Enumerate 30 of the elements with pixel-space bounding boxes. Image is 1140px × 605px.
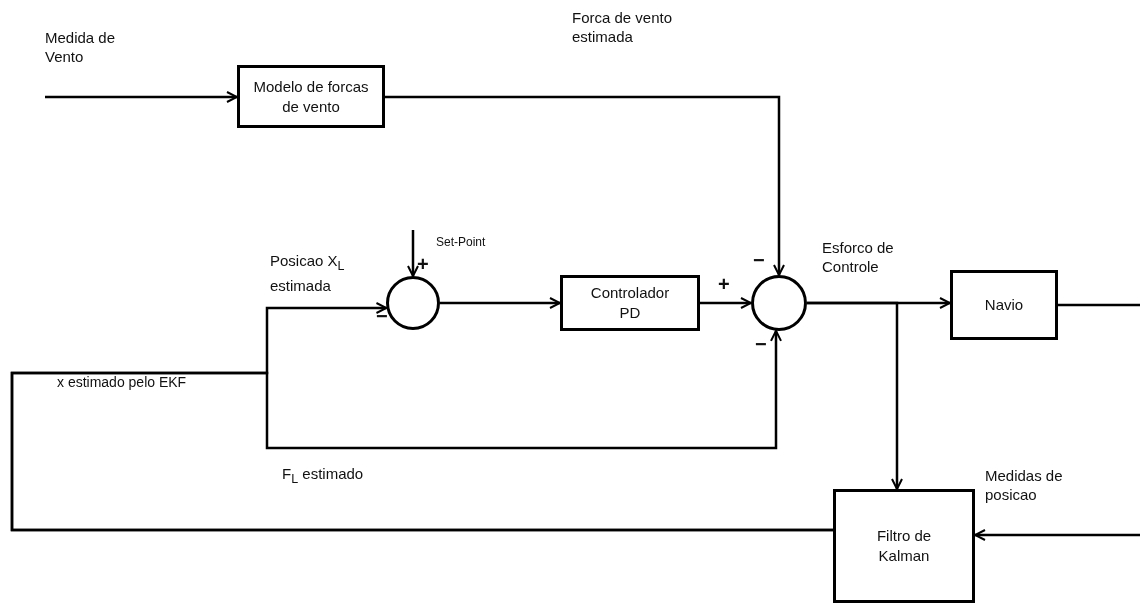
block-box [950, 270, 1058, 340]
signal-label: x estimado pelo EKF [57, 374, 187, 391]
edge-label: Posicao X$_{L}$ estimada [270, 251, 346, 295]
block-label: Controlador PD [589, 283, 671, 323]
block-label: Modelo de forcas de vento [252, 76, 370, 117]
arrow [440, 297, 561, 309]
edge-label: Forca de vento estimada [572, 8, 674, 46]
block-box [833, 489, 975, 603]
arrow [974, 529, 1140, 541]
arrow [700, 297, 752, 309]
sign-label: − [376, 306, 388, 326]
arrow [385, 95, 785, 276]
sign-label: − [753, 250, 765, 270]
sign-label: + [417, 254, 429, 274]
edge-label: Esforco de Controle [822, 238, 895, 276]
block-label: Filtro de Kalman [875, 526, 933, 566]
summing-junction [751, 275, 807, 331]
block-box [237, 65, 385, 128]
edge-label: Set-Point [436, 234, 486, 251]
edge-label: Medida de Vento [45, 28, 117, 66]
arrow [807, 301, 903, 490]
block-box [560, 275, 700, 331]
summing-junction [386, 276, 440, 330]
edge-label: F$_{L}$ estimado [282, 464, 364, 488]
edge-label: Medidas de posicao [985, 466, 1064, 504]
block-label: Navio [984, 295, 1024, 315]
sign-label: + [718, 274, 730, 294]
arrow [407, 230, 419, 277]
sign-label: − [755, 334, 767, 354]
arrow [45, 91, 238, 103]
